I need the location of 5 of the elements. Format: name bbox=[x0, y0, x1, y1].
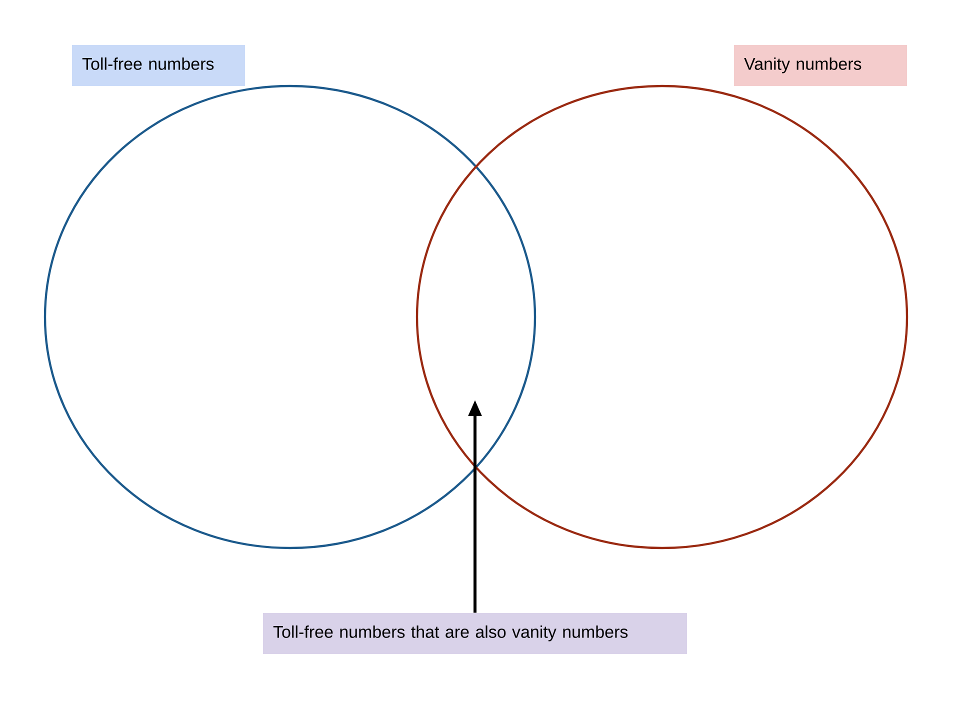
label-box: Vanity numbers bbox=[734, 45, 908, 86]
venn-circle bbox=[44, 84, 536, 550]
label-box: Toll-free numbers that are also vanity numbers bbox=[263, 613, 687, 654]
label-box: Toll-free numbers bbox=[72, 45, 245, 86]
venn-circle bbox=[416, 84, 908, 550]
